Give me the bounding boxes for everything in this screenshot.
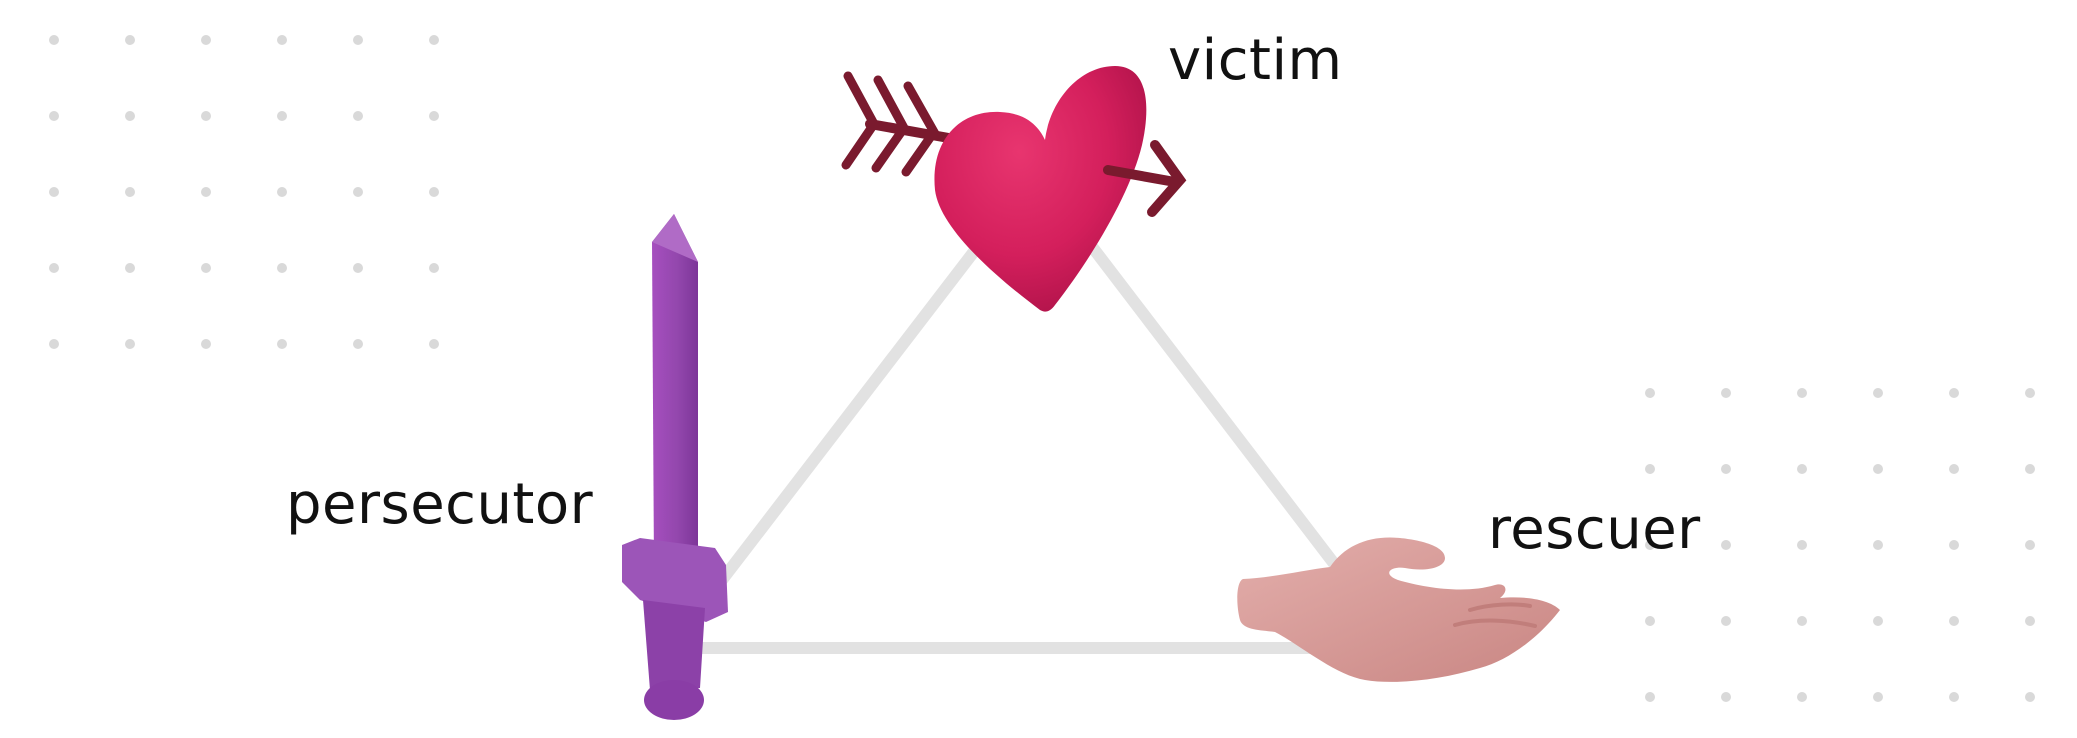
top-left-dot [201,35,211,45]
top-left-dot [201,111,211,121]
bottom-right-dot [1873,540,1883,550]
bottom-right-dot [1645,692,1655,702]
bottom-right-dot [1721,388,1731,398]
bottom-right-dot [1645,540,1655,550]
bottom-right-dot [1721,540,1731,550]
bottom-right-dot [1645,388,1655,398]
bottom-right-dot [1797,464,1807,474]
top-left-dot [125,339,135,349]
bottom-right-dot [1873,388,1883,398]
top-left-dot [49,111,59,121]
top-left-dot [125,263,135,273]
top-left-dot [429,187,439,197]
top-left-dot [353,35,363,45]
top-left-dot [125,111,135,121]
bottom-right-dot [2025,388,2035,398]
top-left-dot [125,35,135,45]
bottom-right-dot [2025,464,2035,474]
bottom-right-dot [1721,692,1731,702]
top-left-dot [429,111,439,121]
top-left-dot [49,263,59,273]
bottom-right-dot [1949,616,1959,626]
top-left-dot [353,111,363,121]
bottom-right-dot [1873,692,1883,702]
bottom-right-dot [1949,540,1959,550]
heart-shape [934,66,1147,312]
bottom-right-dot [1797,616,1807,626]
bottom-right-dot [1721,616,1731,626]
bottom-right-dot [1949,692,1959,702]
top-left-dot [49,339,59,349]
bottom-right-dot [1949,388,1959,398]
hand-shape [1237,537,1560,682]
dagger-pommel [644,680,704,720]
dagger-handle [643,600,705,690]
bottom-right-dot [1645,464,1655,474]
bottom-right-dot [1645,616,1655,626]
bottom-right-dot [2025,540,2035,550]
top-left-dot [429,263,439,273]
bottom-right-dot [1797,692,1807,702]
dagger-blade [652,214,698,570]
bottom-right-dot [1797,388,1807,398]
dot-grid-top-left [49,35,439,349]
top-left-dot [429,339,439,349]
open-hand-icon [1237,537,1560,682]
bottom-right-dot [2025,616,2035,626]
bottom-right-dot [1797,540,1807,550]
top-left-dot [125,187,135,197]
top-left-dot [49,35,59,45]
dagger-icon [622,214,728,720]
arrow-head [1147,140,1187,217]
top-left-dot [277,339,287,349]
top-left-dot [201,263,211,273]
dagger-blade-tip [652,214,698,262]
bottom-right-dot [1873,616,1883,626]
top-left-dot [49,187,59,197]
top-left-dot [277,35,287,45]
top-left-dot [201,339,211,349]
bottom-right-dot [1873,464,1883,474]
arrow-shaft-rear [865,119,965,145]
arrow-shaft-front [1103,165,1180,187]
top-left-dot [429,35,439,45]
top-left-dot [353,187,363,197]
rescuer-label: rescuer [1488,497,1701,562]
top-left-dot [277,187,287,197]
hand-finger-lines [1453,602,1537,628]
top-left-dot [353,263,363,273]
victim-label: victim [1168,28,1343,93]
bottom-right-dot [1721,464,1731,474]
heart-pierced-by-arrow-icon [841,66,1187,312]
bottom-right-dot [1949,464,1959,474]
top-left-dot [201,187,211,197]
top-left-dot [277,263,287,273]
bottom-right-dot [2025,692,2035,702]
top-left-dot [353,339,363,349]
dot-grid-bottom-right [1645,388,2035,702]
top-left-dot [277,111,287,121]
persecutor-label: persecutor [286,472,594,537]
